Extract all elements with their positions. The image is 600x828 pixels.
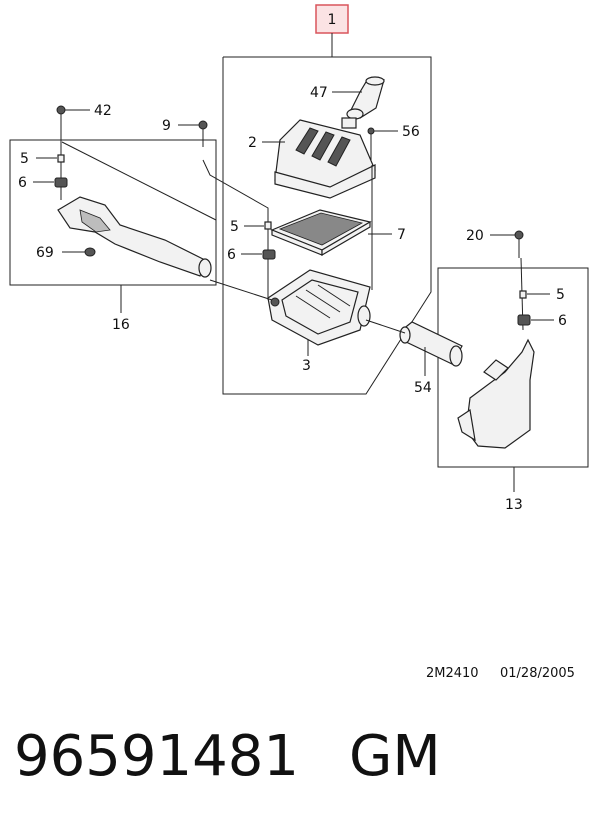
part-54-hose [399, 321, 463, 367]
part-56-screw [367, 127, 375, 160]
part-13-resonator [457, 338, 535, 449]
callout-9: 9 [162, 118, 171, 134]
callout-56: 56 [402, 124, 420, 140]
callout-6a: 6 [18, 175, 27, 191]
callout-54: 54 [414, 380, 432, 396]
callout-16: 16 [112, 317, 130, 333]
callout-5a: 5 [20, 151, 29, 167]
part-69-grommet [84, 247, 96, 257]
group-13-frame [437, 267, 589, 468]
part-47-inlet-tube [346, 76, 385, 120]
group-16-frame [9, 139, 217, 286]
part-42-bolt [56, 105, 66, 132]
callout-20: 20 [466, 228, 484, 244]
callout-42: 42 [94, 103, 112, 119]
callout-2: 2 [248, 135, 257, 151]
callout-5c: 5 [556, 287, 565, 303]
callout-5b: 5 [230, 219, 239, 235]
callout-6b: 6 [227, 247, 236, 263]
drawing-ref: 2M2410 [426, 666, 479, 681]
callout-1: 1 [328, 12, 337, 28]
callout-69: 69 [36, 245, 54, 261]
drawing-date: 01/28/2005 [500, 666, 575, 681]
part-3-housing [267, 269, 371, 346]
part-20-bolt [514, 230, 524, 258]
callout-47: 47 [310, 85, 328, 101]
main-assembly-frame [222, 56, 432, 395]
callout-3: 3 [302, 358, 311, 374]
callout-6c: 6 [558, 313, 567, 329]
part-number-footer: 96591481 GM [14, 724, 441, 789]
part-2-cover [274, 117, 376, 199]
brand-name: GM [349, 724, 441, 789]
part-9-bolt [198, 120, 208, 147]
callout-13: 13 [505, 497, 523, 513]
callout-7: 7 [397, 227, 406, 243]
part-7-filter [270, 209, 372, 257]
part-number: 96591481 [14, 724, 300, 789]
part-16-duct [57, 196, 212, 278]
